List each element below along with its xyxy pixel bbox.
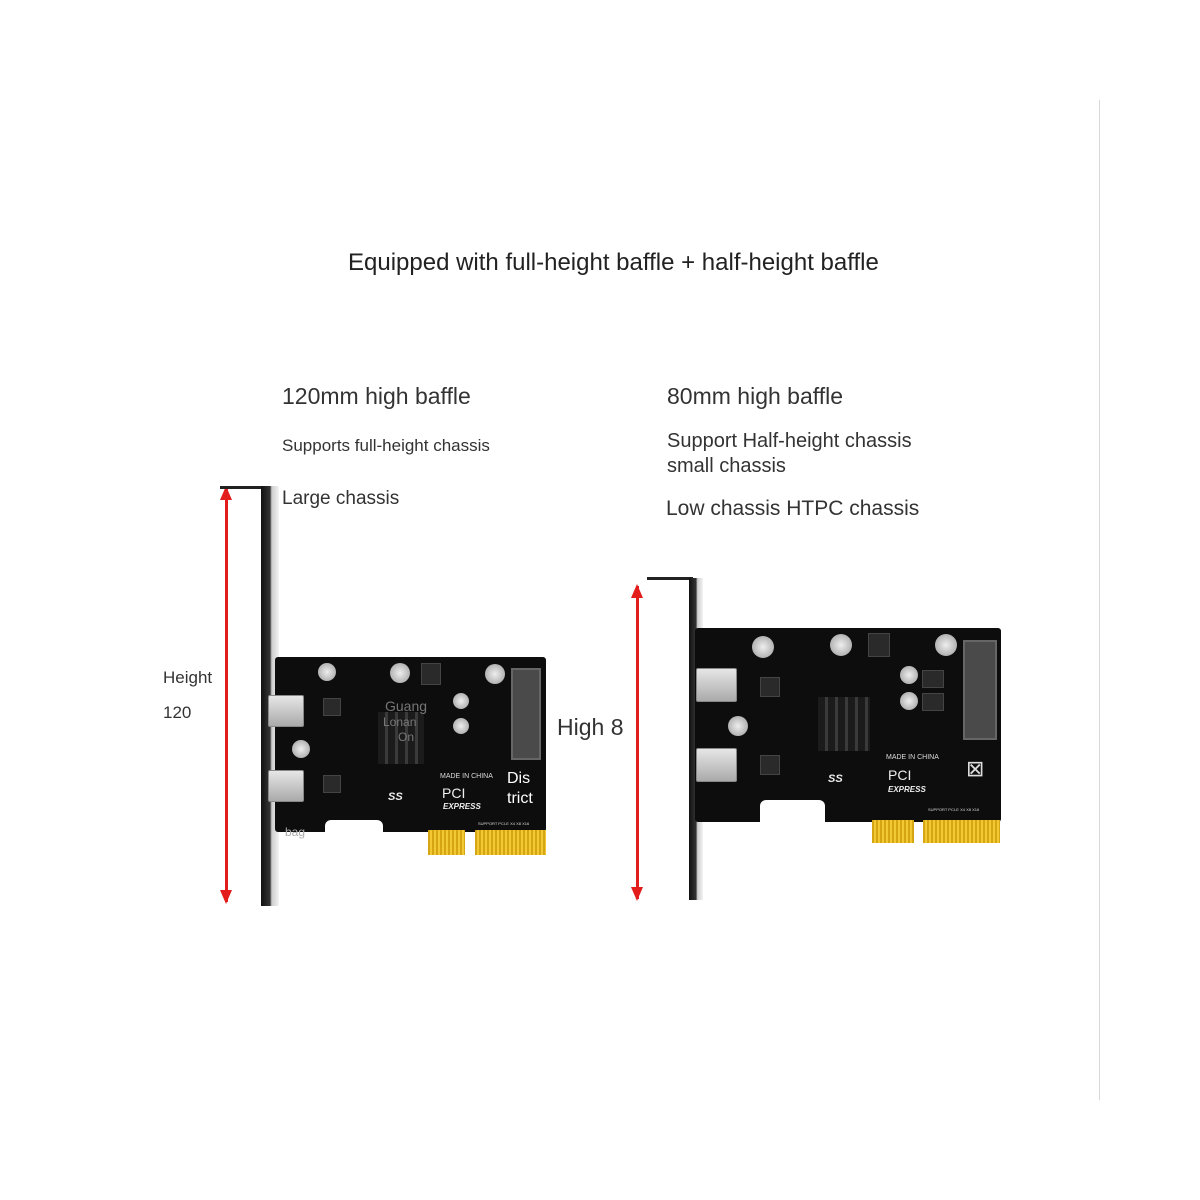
right-line2: Low chassis HTPC chassis: [666, 497, 920, 520]
sata-power-connector: [511, 668, 541, 760]
chip: [760, 677, 780, 697]
chip: [760, 755, 780, 775]
made-in-china-print: MADE IN CHINA: [886, 754, 939, 761]
heatsink: [818, 697, 870, 751]
right-line1b: small chassis: [667, 455, 786, 477]
pci-express-logo-sub: EXPRESS: [888, 785, 926, 794]
gold-fingers: [923, 820, 1000, 843]
left-dimension-value: 120: [163, 703, 192, 722]
capacitor: [900, 692, 918, 710]
chip: [922, 670, 944, 688]
capacitor: [900, 666, 918, 684]
pci-express-logo-sub: EXPRESS: [443, 802, 481, 811]
right-heading: 80mm high baffle: [667, 383, 844, 409]
support-print: SUPPORT PCI-E X4 X8 X16: [928, 807, 980, 812]
gold-fingers: [428, 830, 465, 855]
usb-c-port: [696, 668, 737, 702]
weee-bin-icon: ⊠: [966, 756, 985, 781]
capacitor: [318, 663, 336, 681]
capacitor: [292, 740, 310, 758]
capacitor: [390, 663, 410, 683]
right-line1: Support Half-height chassis: [667, 430, 912, 452]
chip: [323, 698, 341, 716]
left-heading: 120mm high baffle: [282, 383, 471, 409]
right-dimension-label: High 8: [557, 714, 624, 740]
sata-power-connector: [963, 640, 997, 740]
chip: [323, 775, 341, 793]
capacitor: [935, 634, 957, 656]
gold-fingers: [475, 830, 546, 855]
pci-express-logo: PCI: [442, 785, 466, 801]
divider-line: [1099, 100, 1100, 1100]
watermark-text: bag: [285, 825, 306, 839]
left-dimension-label: Height: [163, 668, 213, 687]
bracket-top-tab: [647, 577, 693, 580]
superspeed-logo: SS: [828, 773, 843, 785]
watermark-text: Lonan: [383, 715, 417, 729]
height-arrow-left: [220, 486, 232, 904]
chip: [922, 693, 944, 711]
heatsink: [378, 712, 424, 764]
chip: [421, 663, 441, 685]
made-in-china-print: MADE IN CHINA: [440, 773, 493, 780]
capacitor: [752, 636, 774, 658]
usb-c-port: [696, 748, 737, 782]
capacitor: [728, 716, 748, 736]
capacitor: [830, 634, 852, 656]
gold-fingers: [872, 820, 914, 843]
bracket-top-tab: [220, 486, 264, 489]
watermark-text: On: [398, 730, 415, 744]
page-title: Equipped with full-height baffle + half-…: [348, 249, 879, 276]
board-notch: [760, 800, 825, 823]
capacitor: [453, 693, 469, 709]
capacitor: [453, 718, 469, 734]
watermark-text: trict: [507, 790, 533, 807]
capacitor: [485, 664, 505, 684]
left-line1: Supports full-height chassis: [282, 436, 490, 455]
watermark-text: Guang: [385, 698, 428, 714]
superspeed-logo: SS: [388, 791, 403, 803]
usb-c-port: [268, 770, 304, 802]
pci-express-logo: PCI: [888, 767, 912, 783]
usb-c-port: [268, 695, 304, 727]
chip: [868, 633, 890, 657]
watermark-text: Dis: [507, 770, 531, 787]
left-line2: Large chassis: [282, 488, 400, 509]
board-notch: [325, 820, 383, 834]
support-print: SUPPORT PCI-E X4 X8 X16: [478, 821, 530, 826]
height-arrow-right: [631, 584, 643, 901]
